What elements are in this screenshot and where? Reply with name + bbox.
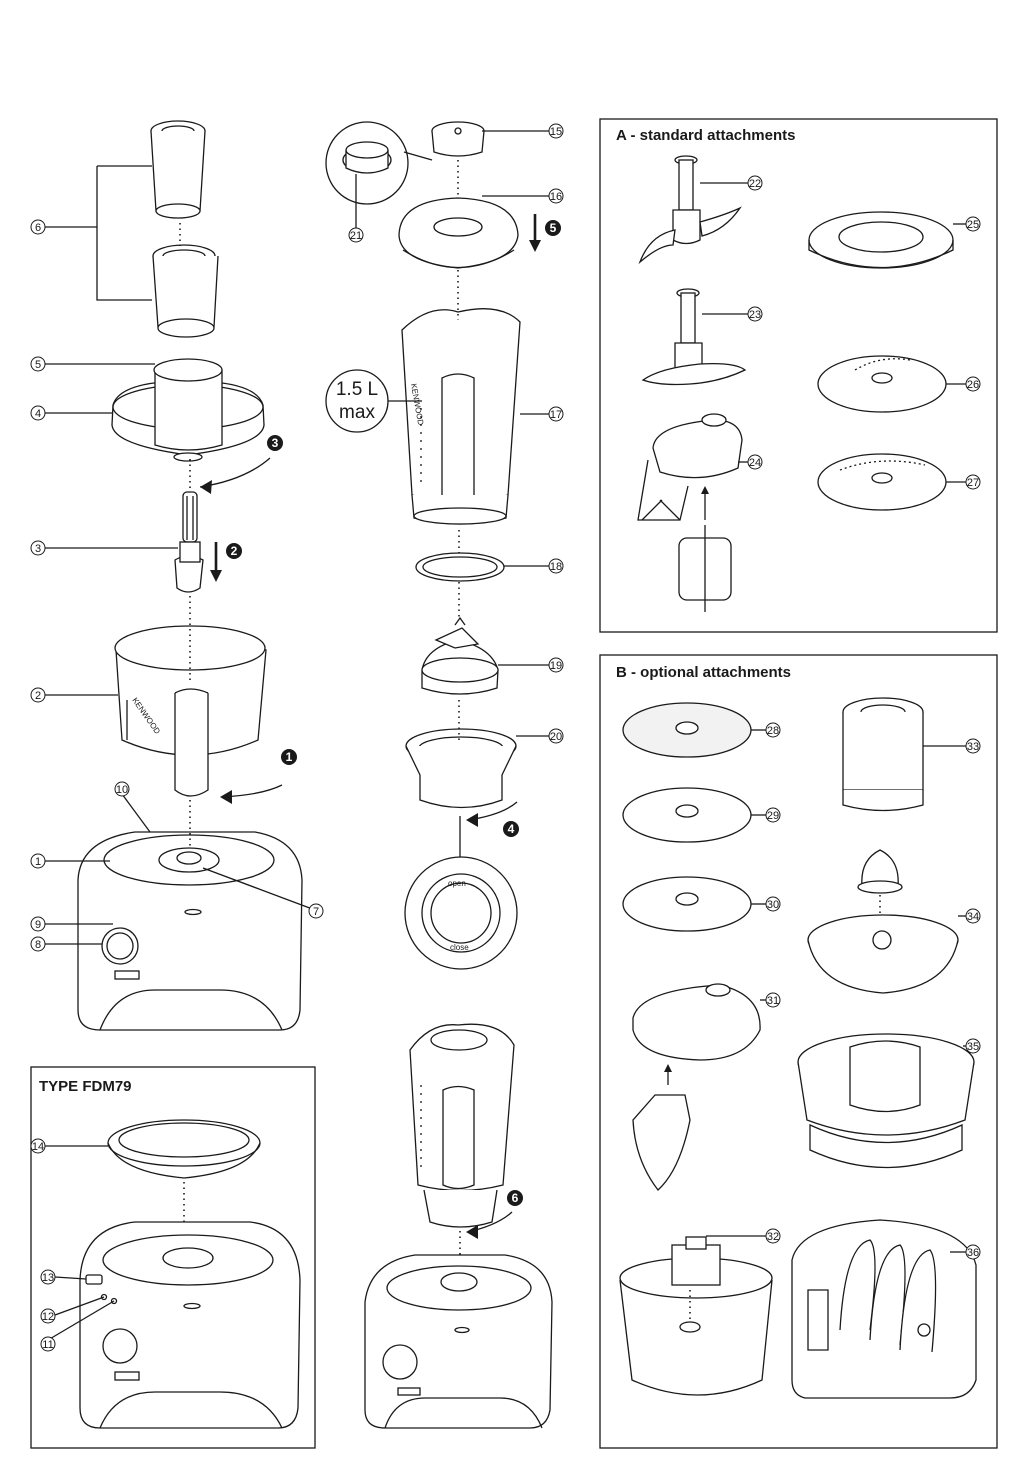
standard-attachments-title: A - standard attachments: [616, 127, 796, 144]
citrus-juicer: [807, 849, 959, 994]
knife-blade: [638, 155, 742, 265]
callout-11: 11: [42, 1339, 53, 1351]
callout-20: 20: [550, 731, 562, 743]
slicing-disc: [817, 355, 947, 413]
step-6: 6: [512, 1191, 519, 1205]
callout-19: 19: [550, 660, 562, 672]
callout-9: 9: [35, 919, 41, 931]
callout-28: 28: [767, 725, 779, 737]
callout-31: 31: [767, 995, 779, 1007]
type-fdm79-frame: [30, 1066, 316, 1449]
step-badges: 1 2 3 4 5 6: [226, 220, 561, 1206]
step-2: 2: [231, 544, 238, 558]
callout-35: 35: [967, 1041, 979, 1053]
grating-disc: [817, 453, 947, 511]
fine-slicing-disc: [622, 876, 752, 932]
callout-7: 7: [313, 906, 319, 918]
juice-extractor: [797, 1033, 975, 1169]
chipping-disc: [622, 787, 752, 843]
callout-1: 1: [35, 856, 41, 868]
grinder-mill: [842, 697, 924, 812]
blender-goblet: KENWOOD: [401, 308, 521, 525]
open-label: open: [448, 879, 466, 888]
callout-21: 21: [350, 230, 362, 242]
capacity-line2: max: [339, 402, 375, 423]
callout-26: 26: [967, 379, 979, 391]
callout-30: 30: [767, 899, 779, 911]
fdm79-base: [79, 1221, 301, 1429]
filler-cap-detail: [325, 121, 409, 205]
optional-attachments-frame: [599, 654, 998, 1449]
callout-17: 17: [550, 409, 562, 421]
step-3: 3: [272, 436, 279, 450]
callout-36: 36: [967, 1247, 979, 1259]
fine-grating-disc: [622, 702, 752, 758]
step-1: 1: [286, 750, 293, 764]
callout-34: 34: [967, 911, 979, 923]
whisk-attachment: [637, 413, 743, 612]
callout-16: 16: [550, 191, 562, 203]
step-5: 5: [550, 221, 557, 235]
chopper-bowl: [619, 1236, 773, 1396]
callout-10: 10: [116, 784, 128, 796]
callout-15: 15: [550, 126, 562, 138]
lock-dial: open close: [404, 856, 518, 970]
capacity-badge: 1.5 L max: [325, 369, 420, 433]
blender-lid: [398, 197, 519, 269]
callout-24: 24: [749, 457, 761, 469]
bowl-lid: [111, 358, 265, 462]
fdm79-tray: [107, 1119, 261, 1179]
dough-tool: [641, 288, 747, 386]
callout-12: 12: [42, 1311, 54, 1323]
callout-5: 5: [35, 359, 41, 371]
close-label: close: [450, 943, 469, 952]
blender-motor-base: [364, 1254, 553, 1429]
callout-8: 8: [35, 939, 41, 951]
callouts: 6 5 4 3 2 10 1 9 8 7 14 13 12 11 15 16 2…: [30, 123, 981, 1352]
disc-cover: [808, 211, 954, 269]
callout-6: 6: [35, 222, 41, 234]
type-fdm79-title: TYPE FDM79: [39, 1078, 132, 1095]
callout-23: 23: [749, 309, 761, 321]
optional-attachments-title: B - optional attachments: [616, 664, 792, 681]
blade-unit: [421, 616, 499, 695]
sealing-ring: [415, 552, 505, 582]
pusher-small: [150, 120, 206, 219]
callout-2: 2: [35, 690, 41, 702]
filler-cap: [431, 121, 485, 157]
callout-22: 22: [749, 178, 761, 190]
assembled-blender: [409, 1023, 515, 1228]
callout-4: 4: [35, 408, 41, 420]
disc-storage: [791, 1219, 977, 1399]
step-4: 4: [508, 822, 515, 836]
callout-32: 32: [767, 1231, 779, 1243]
standard-attachments-frame: [599, 118, 998, 633]
callout-29: 29: [767, 810, 779, 822]
processor-bowl: KENWOOD: [114, 625, 267, 797]
callout-3: 3: [35, 543, 41, 555]
blade-dice: [632, 983, 761, 1191]
callout-27: 27: [967, 477, 979, 489]
callout-13: 13: [42, 1272, 54, 1284]
drive-shaft: [174, 491, 204, 593]
callout-14: 14: [32, 1141, 44, 1153]
callout-25: 25: [967, 219, 979, 231]
callout-18: 18: [550, 561, 562, 573]
pusher-large: [152, 244, 219, 338]
callout-33: 33: [967, 741, 979, 753]
capacity-line1: 1.5 L: [336, 379, 378, 400]
base-unit: [77, 831, 303, 1031]
blender-base: [405, 728, 517, 809]
